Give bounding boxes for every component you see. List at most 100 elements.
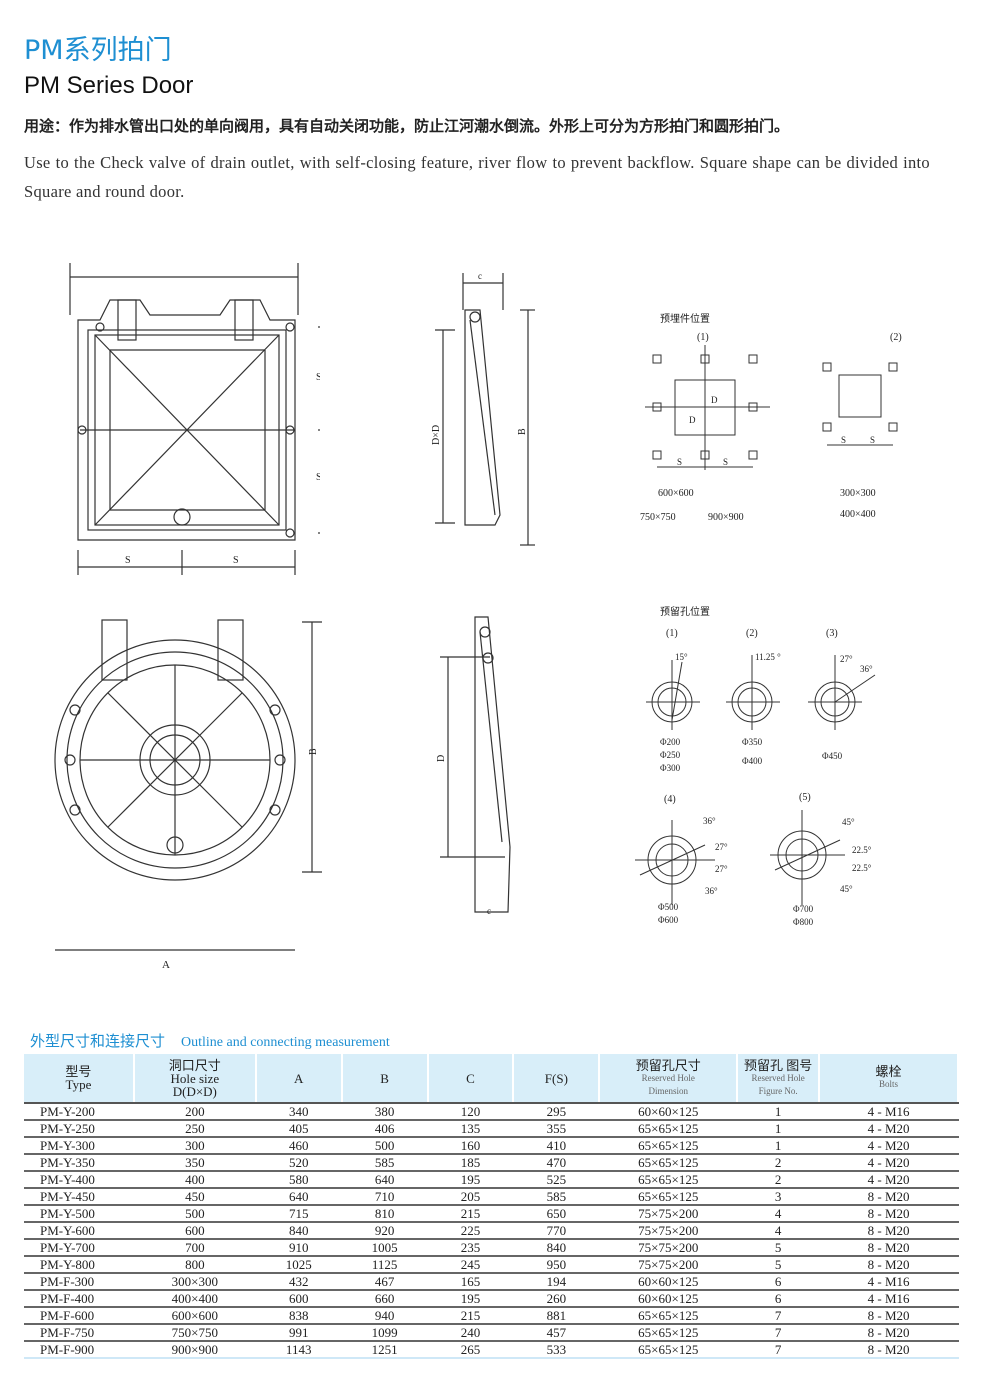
table-cell: 60×60×125 (599, 1290, 739, 1308)
table-cell: 470 (513, 1154, 601, 1172)
angle-label: 36° (860, 664, 873, 674)
table-cell: 1 (737, 1120, 821, 1138)
table-cell: 60×60×125 (599, 1103, 739, 1121)
embedded-size: 300×300 (840, 488, 876, 499)
table-cell: PM-Y-200 (24, 1103, 135, 1121)
table-cell: 585 (341, 1154, 429, 1172)
dim-c-label: c (487, 906, 491, 916)
table-cell: 405 (255, 1120, 343, 1138)
table-cell: 295 (513, 1103, 601, 1121)
table-cell: 700 (133, 1239, 257, 1257)
column-header: A (255, 1054, 343, 1104)
table-cell: 406 (341, 1120, 429, 1138)
table-cell: 450 (133, 1188, 257, 1206)
dim-b-label: B (308, 748, 319, 755)
fig-label: (1) (666, 628, 678, 639)
table-cell: 4 - M20 (819, 1137, 959, 1155)
table-title-cn: 外型尺寸和连接尺寸 (30, 1034, 166, 1050)
square-door-front-drawing: S S S S (69, 263, 320, 575)
table-cell: 520 (255, 1154, 343, 1172)
column-header-en2: Dimension (648, 1085, 689, 1096)
table-cell: 75×75×200 (599, 1222, 739, 1240)
dim-dxd-label: D×D (431, 425, 442, 445)
table-cell: 65×65×125 (599, 1137, 739, 1155)
table-cell: PM-Y-300 (24, 1137, 135, 1155)
angle-label: 22.5° (852, 845, 872, 855)
diameter-label: Φ250 (660, 750, 681, 760)
table-cell: 2 (737, 1171, 821, 1189)
table-cell: 840 (513, 1239, 601, 1257)
fig-label: (4) (664, 794, 676, 805)
table-cell: PM-Y-350 (24, 1154, 135, 1172)
dim-d-label: D (689, 415, 696, 425)
table-cell: 65×65×125 (599, 1171, 739, 1189)
angle-label: 36° (705, 886, 718, 896)
embedded-title: 预埋件位置 (660, 314, 710, 325)
dim-s-label: S (723, 457, 728, 467)
table-cell: 4 - M20 (819, 1154, 959, 1172)
table-cell: 75×75×200 (599, 1256, 739, 1274)
diameter-label: Φ800 (793, 917, 814, 927)
table-cell: 215 (427, 1205, 515, 1223)
embedded-fig2-drawing: S S (822, 362, 898, 446)
column-header-en2: Figure No. (758, 1085, 798, 1096)
column-header-cn: 型号 (65, 1064, 92, 1079)
table-cell: PM-F-300 (24, 1273, 135, 1291)
table-cell: 65×65×125 (599, 1341, 739, 1359)
table-cell: 838 (255, 1307, 343, 1325)
dim-s-label: S (677, 457, 682, 467)
table-cell: 340 (255, 1103, 343, 1121)
table-cell: PM-Y-600 (24, 1222, 135, 1240)
table-cell: 60×60×125 (599, 1273, 739, 1291)
table-cell: 8 - M20 (819, 1324, 959, 1342)
column-header: C (427, 1054, 515, 1104)
column-header-en: C (466, 1070, 475, 1086)
embedded-fig2-label: (2) (890, 332, 902, 343)
table-cell: 75×75×200 (599, 1239, 739, 1257)
table-cell: 600×600 (133, 1307, 257, 1325)
table-cell: 6 (737, 1290, 821, 1308)
table-cell: 8 - M20 (819, 1307, 959, 1325)
table-cell: 1025 (255, 1256, 343, 1274)
table-cell: 500 (133, 1205, 257, 1223)
angle-label: 22.5° (852, 863, 872, 873)
angle-label: 11.25 ° (755, 652, 781, 662)
table-cell: 991 (255, 1324, 343, 1342)
dim-s-label: S (233, 555, 239, 566)
table-cell: 410 (513, 1137, 601, 1155)
column-header-cn: 预留孔 图号 (744, 1057, 813, 1073)
angle-label: 36° (703, 816, 716, 826)
table-cell: 165 (427, 1273, 515, 1291)
table-cell: 920 (341, 1222, 429, 1240)
table-cell: PM-F-600 (24, 1307, 135, 1325)
table-cell: 8 - M20 (819, 1222, 959, 1240)
column-header-en: Reserved Hole (641, 1072, 695, 1083)
embedded-size: 400×400 (840, 509, 876, 520)
table-cell: 8 - M20 (819, 1341, 959, 1359)
table-cell: 1251 (341, 1341, 429, 1359)
table-cell: 5 (737, 1239, 821, 1257)
table-cell: 8 - M20 (819, 1239, 959, 1257)
table-cell: 194 (513, 1273, 601, 1291)
table-cell: 640 (255, 1188, 343, 1206)
angle-label: 45° (842, 817, 855, 827)
table-cell: 300 (133, 1137, 257, 1155)
table-cell: 770 (513, 1222, 601, 1240)
dim-d-label: D (436, 755, 447, 762)
reserved-title: 预留孔位置 (660, 607, 710, 618)
purpose-cn: 用途：作为排水管出口处的单向阀用，具有自动关闭功能，防止江河潮水倒流。外形上可分… (24, 119, 790, 135)
dim-s-label: S (316, 472, 320, 483)
diameter-label: Φ700 (793, 904, 814, 914)
table-cell: 4 - M20 (819, 1120, 959, 1138)
table-cell: 250 (133, 1120, 257, 1138)
table-cell: 4 (737, 1222, 821, 1240)
embedded-fig1-label: (1) (697, 332, 709, 343)
angle-label: 27° (715, 842, 728, 852)
table-cell: 400×400 (133, 1290, 257, 1308)
